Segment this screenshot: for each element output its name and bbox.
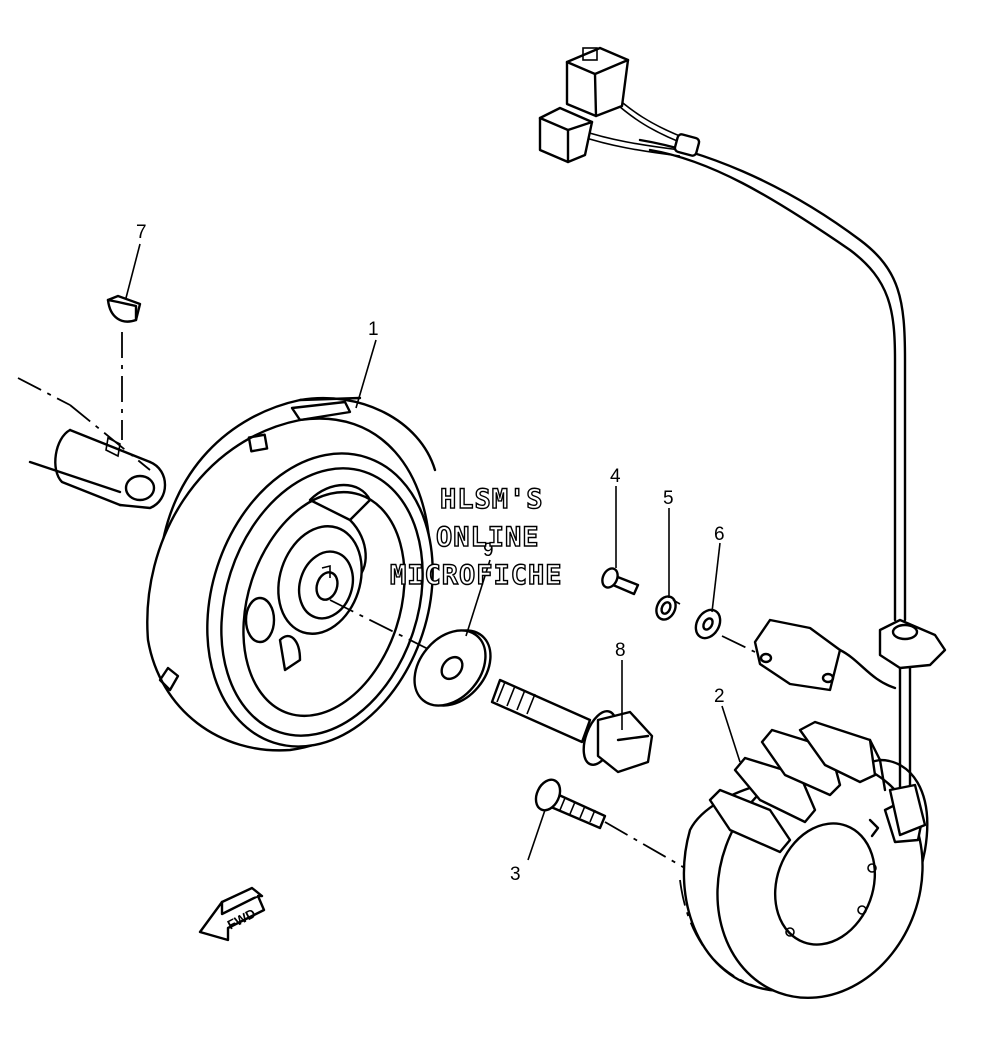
callout-7: 7 [136, 222, 147, 243]
callout-9: 9 [483, 540, 494, 561]
woodruff-key [106, 294, 142, 440]
washer [413, 629, 492, 707]
callout-1: 1 [368, 319, 379, 340]
flywheel-rotor [146, 396, 437, 752]
leader-lines [125, 243, 741, 861]
small-screw [601, 567, 640, 596]
wiring-harness [538, 46, 947, 837]
watermark-line-1: HLSM'S [440, 484, 544, 515]
rotor-bolt [490, 678, 654, 774]
watermark-line-3: MICROFICHE [390, 560, 563, 591]
callout-numbers: 7 1 4 5 6 9 8 2 3 [136, 222, 725, 885]
watermark-line-2: ONLINE [436, 522, 540, 553]
stator-coil [679, 720, 929, 1000]
fwd-direction-arrow: FWD [198, 886, 266, 942]
callout-2: 2 [714, 686, 725, 707]
callout-5: 5 [663, 488, 674, 509]
flat-washer [694, 608, 756, 653]
callout-3: 3 [510, 864, 521, 885]
crankshaft-end [17, 377, 167, 510]
callout-8: 8 [615, 640, 626, 661]
callout-6: 6 [714, 524, 725, 545]
lock-washer [655, 595, 681, 621]
callout-4: 4 [610, 466, 621, 487]
watermark: HLSM'S ONLINE MICROFICHE [389, 483, 563, 591]
wire-clamp [753, 618, 897, 692]
